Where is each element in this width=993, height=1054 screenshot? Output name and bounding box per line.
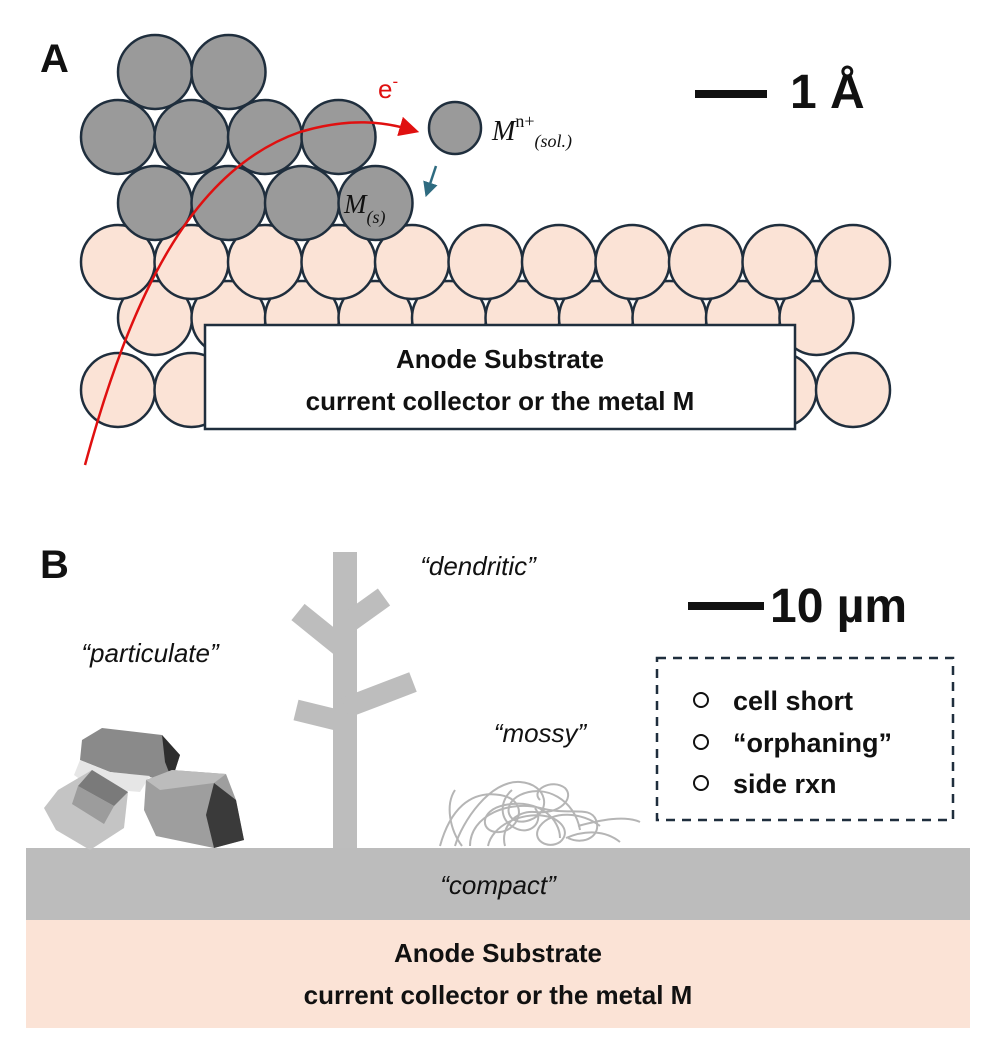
consequences-box — [655, 656, 955, 822]
metal-atom — [153, 98, 230, 176]
substrate-atom — [814, 351, 892, 429]
particulate-crystals — [44, 728, 244, 850]
substrate-title-a: Anode Substrate — [396, 344, 604, 374]
metal-atom — [79, 98, 157, 176]
consequence-item: cell short — [733, 686, 853, 716]
substrate-atom — [778, 279, 855, 357]
particulate-label: “particulate” — [81, 638, 220, 668]
consequence-item: “orphaning” — [733, 728, 892, 758]
bullet-icon — [693, 775, 709, 791]
panel-b: B “compact” Anode Substrate current coll… — [26, 543, 970, 1028]
panel-a: A Anode Substrate current collector or t… — [40, 33, 892, 466]
bullet-icon — [693, 692, 709, 708]
substrate-title-b: Anode Substrate — [394, 938, 602, 968]
metal-atom — [337, 164, 414, 242]
consequence-item: side rxn — [733, 769, 837, 799]
substrate-band-b — [26, 920, 970, 1028]
compact-layer — [26, 848, 970, 920]
scale-bar-b — [688, 602, 764, 610]
metal-atom — [190, 33, 267, 111]
panel-a-label: A — [40, 37, 69, 81]
scale-label-b: 10 µm — [770, 580, 907, 633]
substrate-label-box-a — [203, 323, 797, 431]
solvated-ion-atom — [427, 100, 483, 156]
deposition-arrow — [423, 165, 438, 198]
dendritic-label: “dendritic” — [420, 551, 537, 581]
electron-path — [83, 116, 420, 466]
substrate-atom — [447, 223, 524, 301]
substrate-subtitle-b: current collector or the metal M — [304, 980, 693, 1010]
substrate-atom — [79, 351, 157, 429]
dendrite-structure — [291, 552, 417, 848]
metal-atoms — [79, 33, 414, 242]
metal-atom — [226, 98, 304, 176]
consequences-list: cell short “orphaning” side rxn — [693, 686, 892, 799]
scale-bar-a — [695, 90, 767, 98]
substrate-atom — [667, 223, 745, 301]
solvated-ion-label: Mn+(sol.) — [491, 111, 572, 152]
metal-atom — [263, 164, 341, 242]
substrate-atom — [814, 223, 892, 301]
substrate-atom — [520, 223, 598, 301]
substrate-subtitle-a: current collector or the metal M — [306, 386, 695, 416]
substrate-atom — [741, 223, 818, 301]
bullet-icon — [693, 734, 709, 750]
compact-label: “compact” — [440, 870, 557, 900]
metal-atom — [116, 33, 194, 111]
substrate-atom — [594, 223, 671, 301]
metal-atom — [300, 98, 377, 176]
panel-b-label: B — [40, 543, 69, 587]
electron-label: e- — [378, 72, 398, 104]
scale-label-a: 1 Å — [790, 65, 865, 119]
solid-metal-label: M(s) — [343, 189, 386, 228]
mossy-label: “mossy” — [494, 718, 588, 748]
mossy-structure — [439, 780, 641, 847]
